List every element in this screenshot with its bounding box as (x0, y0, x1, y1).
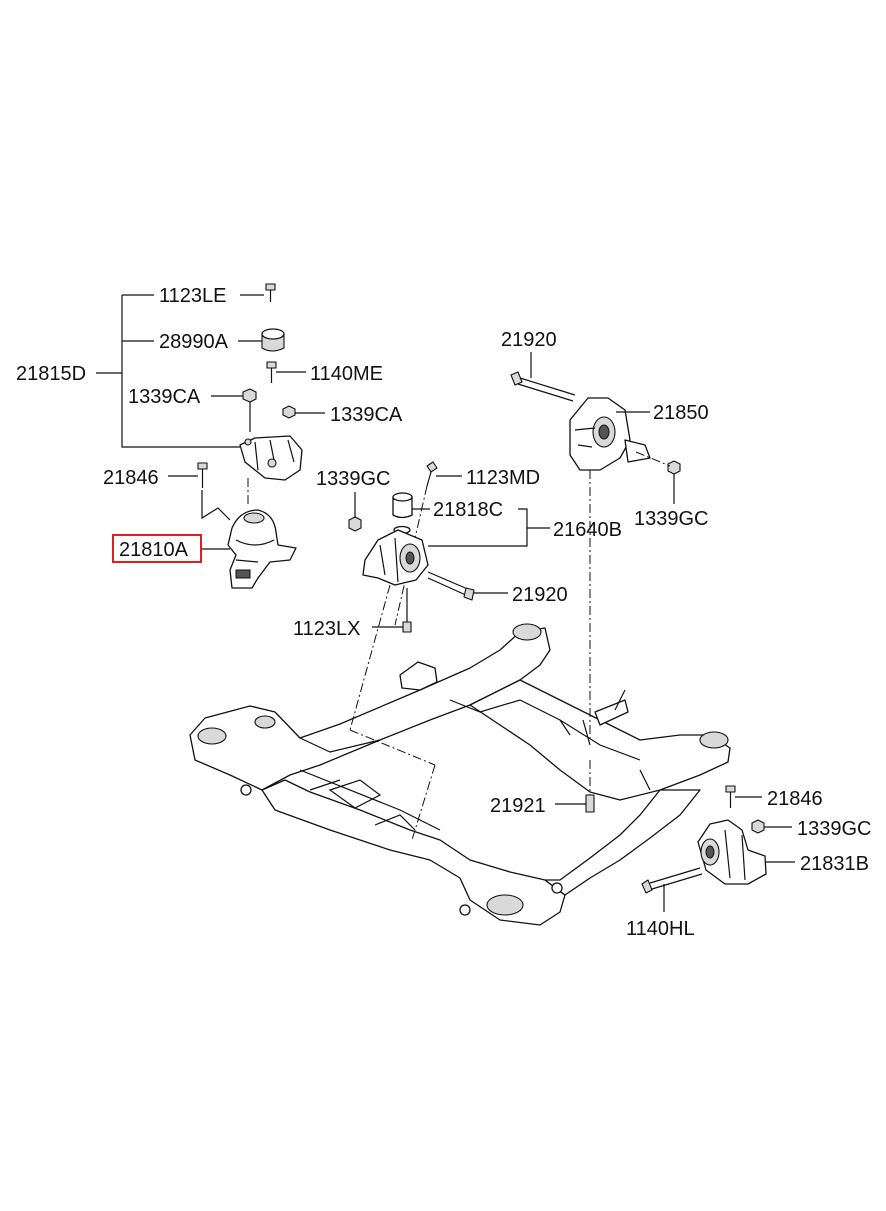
label-21810a[interactable]: 21810A (119, 539, 189, 561)
label-28990a[interactable]: 28990A (159, 331, 229, 353)
label-21831b[interactable]: 21831B (800, 853, 869, 875)
label-1339ca-b[interactable]: 1339CA (330, 404, 403, 426)
label-21920-b[interactable]: 21920 (512, 584, 568, 606)
label-21850[interactable]: 21850 (653, 402, 709, 424)
engine-mount-21810a-icon (227, 509, 297, 589)
label-21815d[interactable]: 21815D (16, 363, 86, 385)
part-labels: 1123LE 28990A 21815D 1140ME 1339CA 1339C… (16, 285, 872, 940)
center-mount-assembly (348, 461, 475, 841)
label-1339gc-a[interactable]: 1339GC (316, 468, 391, 490)
label-1140hl[interactable]: 1140HL (626, 918, 695, 940)
highlight-box (112, 534, 202, 563)
label-1123md[interactable]: 1123MD (466, 467, 540, 489)
label-21846-a[interactable]: 21846 (103, 467, 159, 489)
bushing-21818c-icon (392, 496, 413, 519)
mount-21850-assembly (510, 371, 681, 813)
leader-lines (96, 294, 795, 912)
mount-21831b-assembly (641, 785, 767, 894)
label-1339gc-c[interactable]: 1339GC (797, 818, 872, 840)
mount-21831b-icon (697, 819, 767, 885)
label-1140me[interactable]: 1140ME (310, 363, 383, 385)
label-21818c[interactable]: 21818C (433, 499, 503, 521)
label-1123le[interactable]: 1123LE (159, 285, 226, 307)
label-1123lx[interactable]: 1123LX (293, 618, 360, 640)
bolt-1123le-icon (265, 283, 276, 291)
subframe-crossmember (189, 623, 731, 926)
label-1339gc-b[interactable]: 1339GC (634, 508, 709, 530)
label-21921[interactable]: 21921 (490, 795, 546, 817)
label-21920-a[interactable]: 21920 (501, 329, 557, 351)
engine-mount-bracket-assembly (197, 283, 303, 589)
label-21846-b[interactable]: 21846 (767, 788, 823, 810)
label-1339ca-a[interactable]: 1339CA (128, 386, 201, 408)
label-21640b[interactable]: 21640B (553, 519, 622, 541)
